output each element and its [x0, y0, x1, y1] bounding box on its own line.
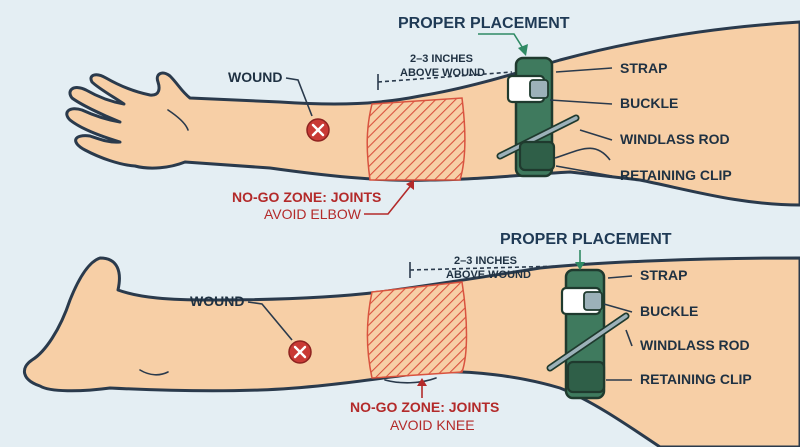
leg-illustration: PROPER PLACEMENT 2–3 INCHES ABOVE WOUND …	[23, 231, 800, 447]
ankle-crease	[139, 369, 169, 376]
leg-wound-label: WOUND	[190, 293, 244, 309]
arm-windlass-leader	[579, 129, 613, 141]
leg-wound-leader	[247, 301, 293, 341]
leg-distance-line2: ABOVE WOUND	[446, 269, 531, 281]
leg-windlass-label: WINDLASS ROD	[640, 337, 750, 353]
leg-strap-label: STRAP	[640, 267, 687, 283]
arm-distance-line1: 2–3 INCHES	[410, 53, 473, 65]
arm-clip-label: RETAINING CLIP	[620, 167, 732, 183]
leg-strap-leader	[607, 275, 633, 279]
palm-crease	[167, 109, 189, 131]
leg-buckle-leader	[603, 303, 633, 313]
leg-distance-line1: 2–3 INCHES	[454, 255, 517, 267]
arm-wound-label: WOUND	[228, 69, 282, 85]
arm-tourniquet	[496, 56, 611, 178]
leg-nogo-zone	[366, 281, 468, 379]
arm-retaining-clip	[518, 140, 556, 172]
arm-avoid-label: AVOID ELBOW	[264, 206, 362, 222]
arm-nogo-label: NO-GO ZONE: JOINTS	[232, 189, 381, 205]
leg-avoid-label: AVOID KNEE	[390, 417, 475, 433]
arm-buckle-leader	[549, 99, 613, 105]
knee-crease	[384, 377, 437, 384]
leg-tourniquet	[546, 268, 630, 400]
leg-title: PROPER PLACEMENT	[500, 231, 672, 248]
arm-buckle-label: BUCKLE	[620, 95, 678, 111]
arm-nogo-zone	[366, 97, 466, 181]
arm-clip-leader	[555, 165, 613, 177]
leg-distance-line	[409, 265, 563, 271]
leg-wound	[288, 340, 312, 364]
arm-wound	[306, 118, 330, 142]
leg-nogo-label: NO-GO ZONE: JOINTS	[350, 399, 499, 415]
arm-strap-label: STRAP	[620, 60, 667, 76]
leg-clip-label: RETAINING CLIP	[640, 371, 752, 387]
leg-buckle-label: BUCKLE	[640, 303, 698, 319]
arm-distance-line	[377, 71, 513, 83]
arm-nogo-leader	[364, 183, 413, 215]
leg-retaining-clip	[566, 360, 606, 394]
arm-wound-leader	[285, 77, 313, 117]
arm-title: PROPER PLACEMENT	[398, 15, 570, 32]
arm-title-leader	[478, 33, 525, 51]
arm-strap-leader	[555, 67, 613, 73]
arm-illustration: PROPER PLACEMENT 2–3 INCHES ABOVE WOUND …	[65, 15, 800, 222]
leg-windlass-leader	[625, 329, 633, 347]
arm-windlass-label: WINDLASS ROD	[620, 131, 730, 147]
